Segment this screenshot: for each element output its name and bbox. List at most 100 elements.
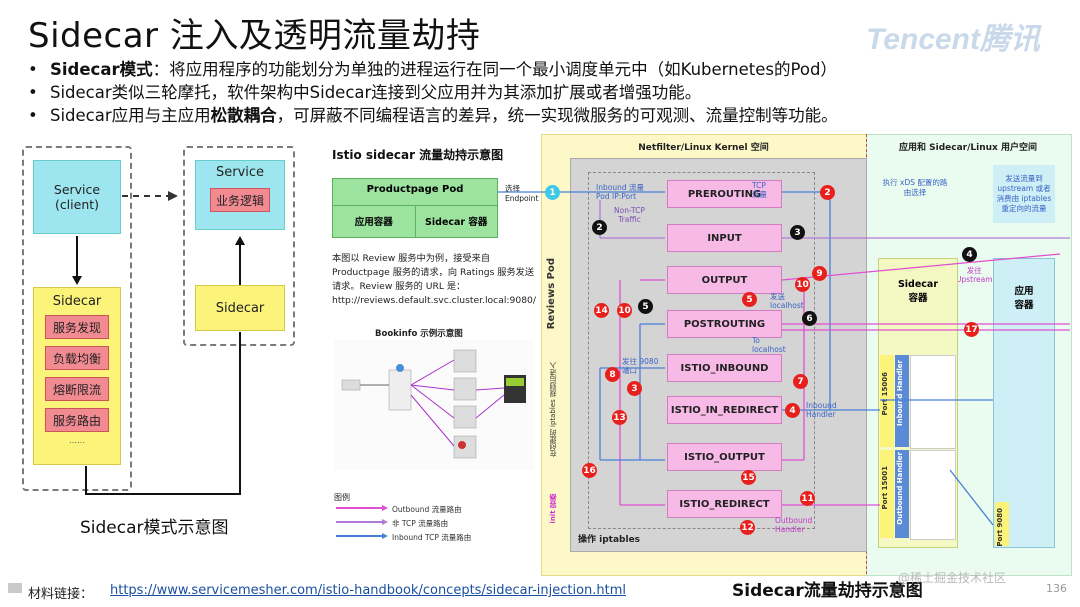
material-link[interactable]: https://www.servicemesher.com/istio-hand… [110,583,627,598]
bullet-list: •Sidecar模式：将应用程序的功能划分为单独的进程运行在同一个最小调度单元中… [28,58,1068,127]
user-space-title: 应用和 Sidecar/Linux 用户空间 [899,143,1037,153]
outbound-handler-label: Outbound Handler [775,516,813,534]
step-14-marker: 14 [594,303,609,318]
bullet-3-text: ，可屏蔽不同编程语言的差异，统一实现微服务的可观测、流量控制等功能。 [276,106,838,125]
legend-outbound: Outbound 流量路由 [392,505,462,514]
chip-service-discovery: 服务发现 [45,315,109,339]
service-client-box: Service (client) [33,160,121,234]
watermark: @稀土掘金技术社区 [898,571,1007,585]
footer-icon [8,583,22,593]
bullet-1-bold: Sidecar模式 [50,60,153,79]
bullet-3: •Sidecar应用与主应用松散耦合，可屏蔽不同编程语言的差异，统一实现微服务的… [28,106,838,125]
service-right-box: Service 业务逻辑 [195,160,285,230]
bullet-1: •Sidecar模式：将应用程序的功能划分为单独的进程运行在同一个最小调度单元中… [28,60,837,79]
productpage-pod: Productpage Pod 应用容器 Sidecar 容器 [332,178,498,238]
non-tcp-label: Non-TCP Traffic [614,206,645,224]
app-container-box: 应用 容器 [993,258,1055,548]
page-number: 136 [1046,582,1067,595]
step-1-marker: 1 [545,185,560,200]
inbound-handler-bar [895,355,909,447]
arrow-sidecar-to-service [239,244,241,286]
hook-output: OUTPUT [667,266,782,294]
middle-title: Istio sidecar 流量劫持示意图 [332,148,504,162]
to-localhost-label: 发送 localhost [770,292,804,310]
sidecar-left-box: Sidecar 服务发现 负载均衡 熔断限流 服务路由 …… [33,287,121,465]
arrow-client-to-sidecar [76,236,78,278]
bookinfo-thumbnail [334,340,534,470]
inbound-flow-label: Inbound 流量 Pod IP:Port [596,183,644,201]
iptables-ops-label: 操作 iptables [578,535,641,545]
inbound-routes-table [910,355,956,449]
step-5b-marker: 5 [638,299,653,314]
step-17-marker: 17 [964,322,979,337]
kernel-space-title: Netfilter/Linux Kernel 空间 [638,143,769,153]
step-9-marker: 9 [812,266,827,281]
step-2-marker: 2 [820,185,835,200]
step-12-marker: 12 [740,520,755,535]
port-15006-bar [880,355,894,447]
step-10b-marker: 10 [617,303,632,318]
step-16-marker: 16 [582,463,597,478]
iptables-chains-frame [588,172,815,529]
hook-istio-output: ISTIO_OUTPUT [667,443,782,471]
step-13-marker: 13 [612,410,627,425]
step-15-marker: 15 [741,470,756,485]
left-connectors [85,191,241,495]
xds-routing-text: 执行 xDS 配置的路由选择 [882,178,948,197]
legend-inbound-tcp: Inbound TCP 流量路由 [392,533,472,542]
bookinfo-title: Bookinfo 示例示意图 [375,329,463,339]
left-caption: Sidecar模式示意图 [80,518,229,538]
step-8-marker: 8 [605,367,620,382]
legend-non-tcp: 非 TCP 流量路由 [392,519,449,528]
material-label: 材料链接： [28,587,94,602]
hook-prerouting: PREROUTING [667,180,782,208]
sidecar-more: …… [69,436,85,445]
step-3-marker: 3 [790,225,805,240]
chip-service-routing: 服务路由 [45,408,109,432]
middle-description: 本图以 Review 服务中为例，接受来自 Productpage 服务的请求，… [332,253,536,306]
step-3-red-marker: 3 [627,381,642,396]
tcp-flow-label: TCP 流量 [752,181,767,199]
step-11-marker: 11 [800,491,815,506]
select-endpoint-label: 选择 Endpoint [505,184,539,203]
legend-title: 图例 [334,493,350,502]
sidecar-left-label: Sidecar [52,294,102,309]
step-2b-marker: 2 [592,220,607,235]
to-localhost-label-2: To localhost [752,336,786,354]
arrow-head-down [72,276,82,285]
chip-load-balance: 负载均衡 [45,346,109,370]
chip-circuit-breaker: 熔断限流 [45,377,109,401]
port-15001-bar [880,450,894,538]
step-7-marker: 7 [793,374,808,389]
biz-logic-chip: 业务逻辑 [210,188,270,212]
bullet-1-text: ：将应用程序的功能划分为单独的进程运行在同一个最小调度单元中（如Kubernet… [152,60,837,79]
legend-labels: Outbound 流量路由 非 TCP 流量路由 Inbound TCP 流量路… [392,503,471,545]
step-6-marker: 6 [802,311,817,326]
port-9080-label: 发往 9080 端口 [622,357,659,375]
outbound-handler-bar [895,450,909,538]
step-10-marker: 10 [795,277,810,292]
step-4-red-marker: 4 [785,403,800,418]
left-pod-frame [22,146,132,491]
hook-istio-redirect: ISTIO_REDIRECT [667,490,782,518]
hook-istio-inbound: ISTIO_INBOUND [667,354,782,382]
bullet-2: •Sidecar类似三轮摩托，软件架构中Sidecar连接到父应用并为其添加扩展… [28,83,702,102]
step-5-marker: 5 [742,292,757,307]
service-right-label: Service [215,165,265,180]
send-upstream-label: 发往 Upstream [956,266,993,284]
arrow-head-up [235,236,245,245]
bullet-2-text: Sidecar类似三轮摩托，软件架构中Sidecar连接到父应用并为其添加扩展或… [50,83,702,102]
step-4-marker: 4 [962,247,977,262]
tencent-logo: Tencent腾讯 [866,23,1040,56]
bullet-3-bold: 松散耦合 [210,106,277,125]
upstream-text: 发送流量到 upstream 或者 消费由 iptables 重定向的流量 [993,165,1055,223]
sidecar-container-cell: Sidecar 容器 [425,217,488,228]
legend-lines [336,505,388,539]
hook-postrouting: POSTROUTING [667,310,782,338]
productpage-pod-label: Productpage Pod [366,184,464,195]
bullet-3-text-pre: Sidecar应用与主应用 [50,106,211,125]
hook-input: INPUT [667,224,782,252]
right-caption: Sidecar流量劫持示意图 [732,581,923,601]
page-title: Sidecar 注入及透明流量劫持 [28,16,481,56]
